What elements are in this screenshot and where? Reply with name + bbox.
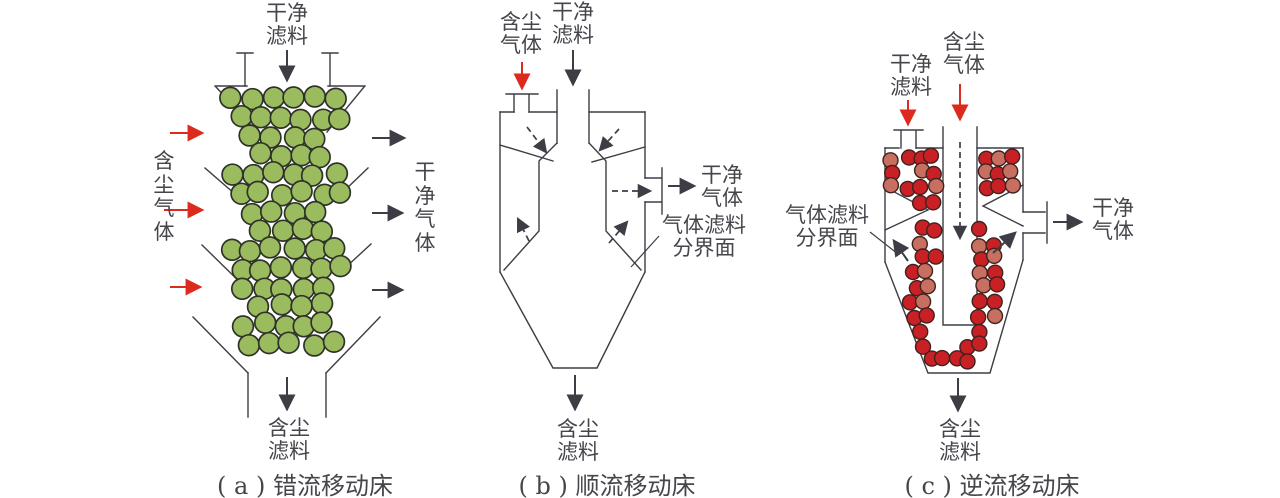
label-clean-media-a: 干净 滤料 (266, 1, 308, 48)
interface-pointer-line-b (630, 235, 660, 268)
internal-gas-arrows-b (517, 126, 653, 244)
diagram-b-vessel (499, 89, 663, 369)
diagram-a-media-circles (219, 85, 352, 357)
clean-gas-out-arrows-a (372, 129, 407, 299)
label-clean-gas-c: 干净 气体 (1092, 196, 1134, 243)
dusty-gas-in-arrows-a (164, 124, 205, 296)
label-dusty-media-a: 含尘 滤料 (268, 416, 310, 463)
label-interface-b: 气体滤料 分界面 (662, 213, 746, 260)
label-clean-media-c: 干净 滤料 (890, 52, 932, 99)
label-dusty-gas-b: 含尘 气体 (500, 10, 542, 57)
caption-a: ( a ) 错流移动床 (217, 472, 393, 498)
caption-b: ( b ) 顺流移动床 (518, 472, 696, 498)
diagram-a-flow-arrows (164, 50, 407, 412)
label-dusty-gas-c: 含尘 气体 (943, 30, 985, 77)
label-clean-gas-a: 干 净 气 体 (414, 160, 436, 255)
label-dusty-gas-a: 含 尘 气 体 (153, 149, 175, 244)
label-clean-media-b: 干净 滤料 (552, 0, 594, 47)
diagram-c-media-circles (882, 147, 1022, 370)
label-dusty-media-b: 含尘 滤料 (557, 417, 599, 464)
diagram-b-flow-arrows (513, 50, 697, 412)
internal-gas-arrows-c (892, 231, 1017, 262)
label-interface-c: 气体滤料 分界面 (785, 203, 869, 250)
caption-c: ( c ) 逆流移动床 (904, 472, 1080, 498)
label-dusty-media-c: 含尘 滤料 (939, 417, 981, 464)
diagram-c-flow-arrows (892, 84, 1084, 413)
label-clean-gas-b: 干净 气体 (701, 163, 743, 210)
